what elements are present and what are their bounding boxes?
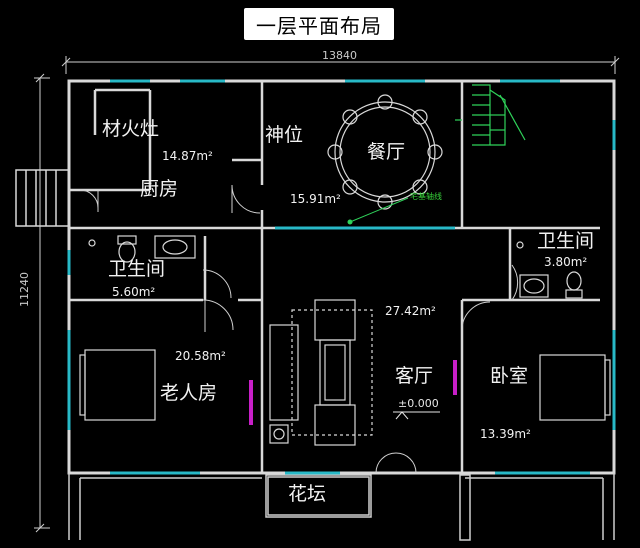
bath-fixtures: [88, 235, 583, 299]
room-bedroom: 卧室: [490, 365, 529, 387]
room-elder-area: 20.58m²: [175, 349, 226, 363]
room-dining: 餐厅: [367, 141, 406, 163]
level-marker: [393, 411, 440, 420]
doors: [79, 184, 519, 474]
room-dining-area: 15.91m²: [290, 192, 341, 206]
room-living-area: 27.42m²: [385, 304, 436, 318]
room-kitchen: 厨房: [140, 178, 179, 200]
room-bath-right: 卫生间: [537, 230, 595, 252]
sofa-set: [269, 299, 373, 446]
room-kitchen-area: 14.87m²: [162, 149, 213, 163]
axis-marker: [347, 197, 409, 225]
room-bath-left-area: 5.60m²: [112, 285, 156, 299]
porch-outline: [68, 473, 615, 541]
axis-note: 宅基轴线: [410, 192, 442, 201]
dining-table: [327, 94, 443, 210]
side-entry: [15, 169, 70, 227]
title-box: 一层平面布局: [244, 8, 394, 40]
room-bath-right-area: 3.80m²: [544, 255, 588, 269]
height-dimension: 11240: [18, 272, 31, 307]
width-dimension: 13840: [322, 49, 357, 62]
room-kitchen-stove: 材火灶: [102, 118, 160, 140]
outer-walls: [67, 79, 616, 475]
windows: [67, 79, 616, 475]
door-marks: [249, 360, 457, 425]
room-living: 客厅: [395, 365, 434, 387]
room-elder: 老人房: [160, 382, 218, 404]
room-shrine: 神位: [265, 124, 304, 146]
room-bedroom-area: 13.39m²: [480, 427, 531, 441]
beds: [79, 349, 611, 421]
planter: 花坛: [288, 483, 327, 505]
stair: [455, 84, 526, 146]
room-bath-left: 卫生间: [108, 258, 166, 280]
floor-level: ±0.000: [398, 397, 439, 410]
drawing-title: 一层平面布局: [256, 13, 382, 38]
